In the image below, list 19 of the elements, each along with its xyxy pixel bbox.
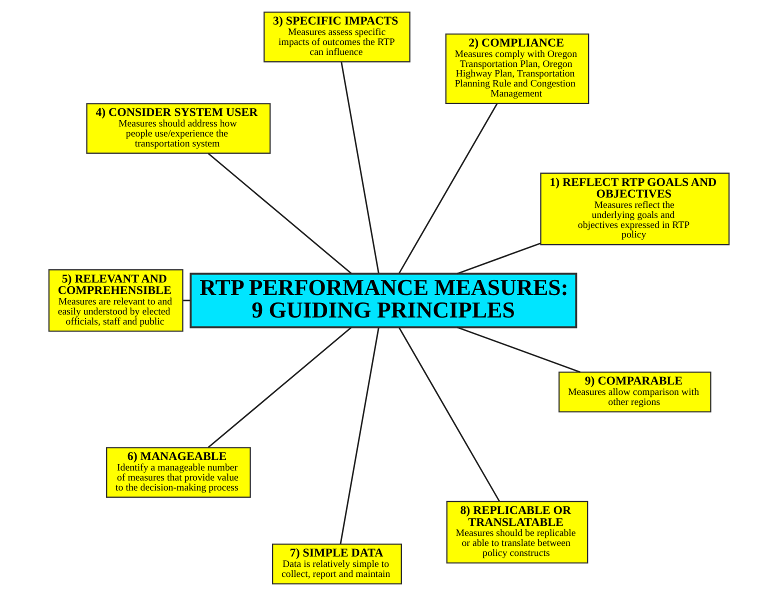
node-box: 7) SIMPLE DATA Data is relatively simple to collect, report and maintain bbox=[272, 544, 402, 584]
connector bbox=[398, 327, 500, 502]
connector bbox=[456, 326, 581, 373]
node-box: 3) SPECIFIC IMPACTS Measures assess specific impacts of outcomes the RTP can influence bbox=[264, 12, 410, 62]
node-box: 9) COMPARABLE Measures allow comparison with other regions bbox=[558, 372, 712, 412]
node-box: 5) RELEVANT AND COMPREHENSIBLE Measures are relevant to and easily understood by elected officials, staff and public bbox=[48, 269, 184, 332]
connector bbox=[340, 62, 380, 274]
connector bbox=[208, 152, 352, 274]
connector bbox=[398, 103, 498, 274]
node-box: 1) REFLECT RTP GOALS AND OBJECTIVES Measures reflect the underlying goals and objectives expressed in RTP policy bbox=[540, 172, 730, 246]
connector bbox=[456, 242, 541, 274]
node-box: 6) MANAGEABLE Identify a manageable number of measures that provide value to the decision-making process bbox=[106, 447, 251, 498]
connector bbox=[208, 326, 352, 448]
connector bbox=[183, 300, 190, 302]
node-box: 2) COMPLIANCE Measures comply with Oregon Transportation Plan, Oregon Highway Plan, Transportation Planning Rule and Congestion Management bbox=[445, 33, 590, 104]
connector bbox=[340, 328, 380, 544]
node-box: 4) CONSIDER SYSTEM USER Measures should address how people use/experience the transportation system bbox=[86, 103, 271, 154]
node-box: RTP PERFORMANCE MEASURES: 9 GUIDING PRINCIPLES bbox=[190, 272, 578, 328]
node-box: 8) REPLICABLE OR TRANSLATABLE Measures should be replicable or able to translate between policy constructs bbox=[446, 500, 588, 564]
